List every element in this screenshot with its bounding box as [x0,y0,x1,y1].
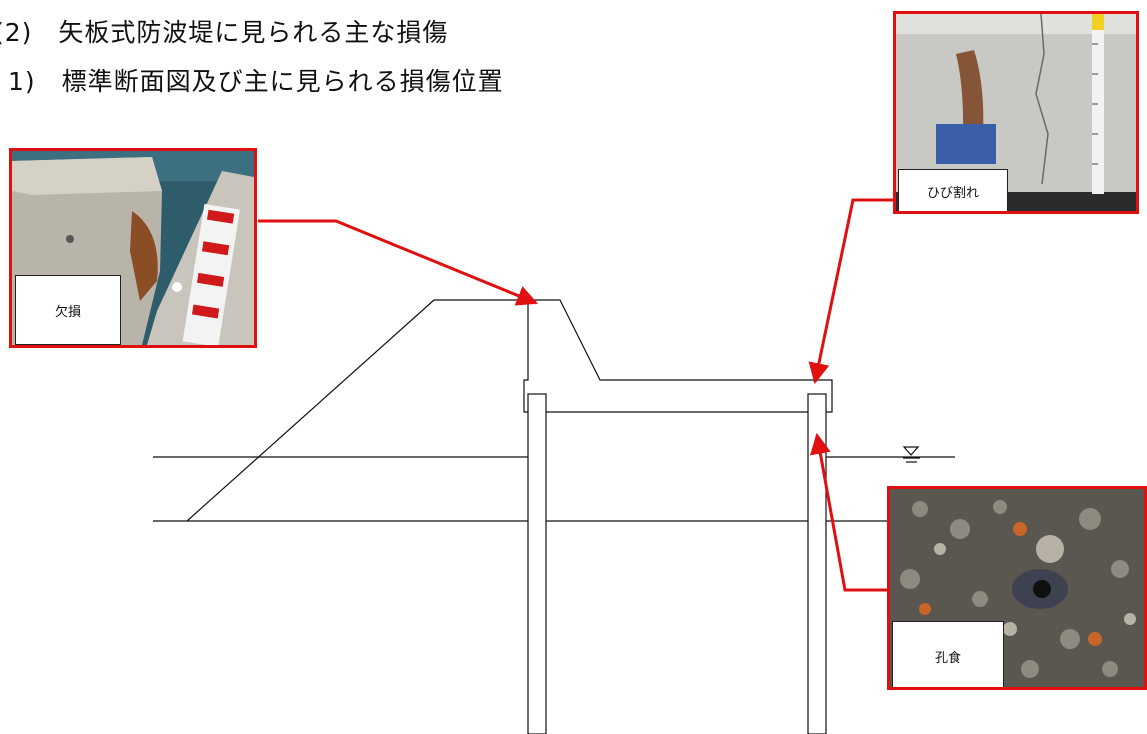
sheet-pile-right [807,393,827,734]
superstructure [523,299,833,413]
sheet-pile-left [527,393,547,734]
section-heading: (2) 矢板式防波堤に見られる主な損傷 [0,18,449,47]
photo-hibiware: ひび割れ [893,11,1139,214]
leader-arrow-hibiware [808,198,893,385]
photo-kesson: 欠損 [9,148,257,348]
caption-hibiware: ひび割れ [898,169,1008,211]
photo-koshoku: 孔食 [887,486,1147,690]
water-level-symbol [902,446,920,463]
caption-kesson: 欠損 [15,275,121,345]
leader-arrow-koshoku [810,432,887,592]
rubble-slope [186,299,435,522]
caption-koshoku: 孔食 [892,621,1004,687]
leader-arrow-kesson [258,219,538,306]
subsection-heading: 1) 標準断面図及び主に見られる損傷位置 [8,67,504,96]
